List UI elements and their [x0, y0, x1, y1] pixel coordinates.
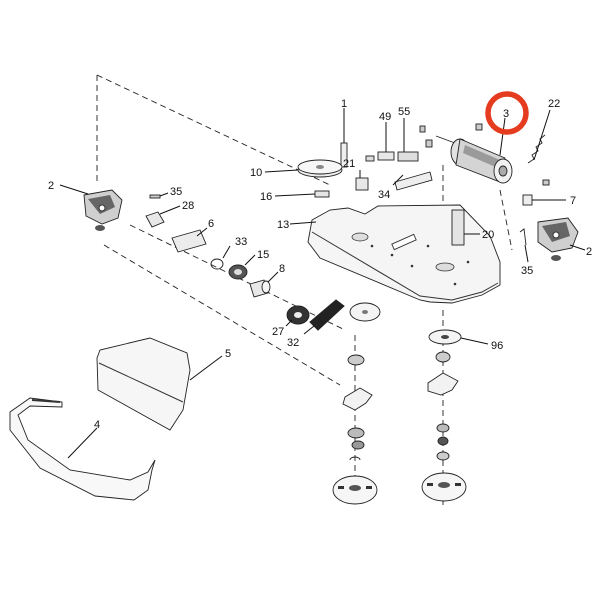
part-pulley-27: [285, 305, 310, 327]
part-screw-35-top: [149, 192, 169, 199]
label-1: 1: [341, 98, 347, 110]
part-belt-32: [303, 299, 345, 335]
part-shaft-1: [340, 108, 348, 168]
label-7: 7: [570, 195, 576, 207]
part-motor-3: [435, 117, 513, 184]
highlight-ring: [485, 91, 529, 135]
label-8: 8: [279, 263, 285, 275]
label-2-left: 2: [48, 180, 54, 192]
label-35-bottom: 35: [521, 265, 533, 277]
label-5: 5: [225, 348, 231, 360]
part-bumper-4: [9, 397, 156, 501]
label-49: 49: [379, 111, 391, 123]
part-bracket-55: [397, 118, 419, 162]
blade-assembly-right: [421, 351, 467, 502]
part-gearbox-2-left: [59, 184, 123, 231]
label-28: 28: [182, 200, 194, 212]
label-3: 3: [503, 108, 509, 120]
label-27: 27: [272, 326, 284, 338]
part-ring-33: [210, 245, 231, 270]
label-96: 96: [491, 340, 503, 352]
label-35-top: 35: [170, 186, 182, 198]
part-deck-plate-13: [289, 204, 501, 304]
part-washer-pulley: [349, 302, 381, 322]
part-driveshaft-6: [171, 227, 208, 253]
part-spring-22: [527, 109, 551, 186]
part-cover-5: [96, 337, 223, 431]
part-gearbox-2-right: [537, 217, 586, 261]
label-2-right: 2: [586, 246, 592, 258]
label-6: 6: [208, 218, 214, 230]
part-bracket-20: [451, 209, 480, 246]
part-clip-35-bottom: [519, 228, 529, 263]
part-pin-16: [274, 190, 330, 198]
part-cap-7: [522, 194, 566, 206]
label-20: 20: [482, 229, 494, 241]
part-tube-34: [392, 171, 433, 191]
label-21: 21: [343, 158, 355, 170]
label-55: 55: [398, 106, 410, 118]
part-spring-15: [228, 254, 256, 280]
label-10: 10: [250, 167, 262, 179]
part-bracket-49: [365, 122, 395, 162]
label-32: 32: [287, 337, 299, 349]
part-washer-96: [428, 329, 489, 345]
label-34: 34: [378, 189, 390, 201]
part-bushing-8: [249, 271, 279, 298]
label-22: 22: [548, 98, 560, 110]
label-13: 13: [277, 219, 289, 231]
label-16: 16: [260, 191, 272, 203]
part-disc-10: [264, 159, 343, 178]
part-coupler-28: [145, 205, 181, 228]
small-screws-top: [419, 123, 483, 148]
part-block-21: [355, 170, 369, 191]
label-4: 4: [94, 419, 100, 431]
label-15: 15: [257, 249, 269, 261]
label-33: 33: [235, 236, 247, 248]
blade-assembly-left: [332, 354, 378, 505]
